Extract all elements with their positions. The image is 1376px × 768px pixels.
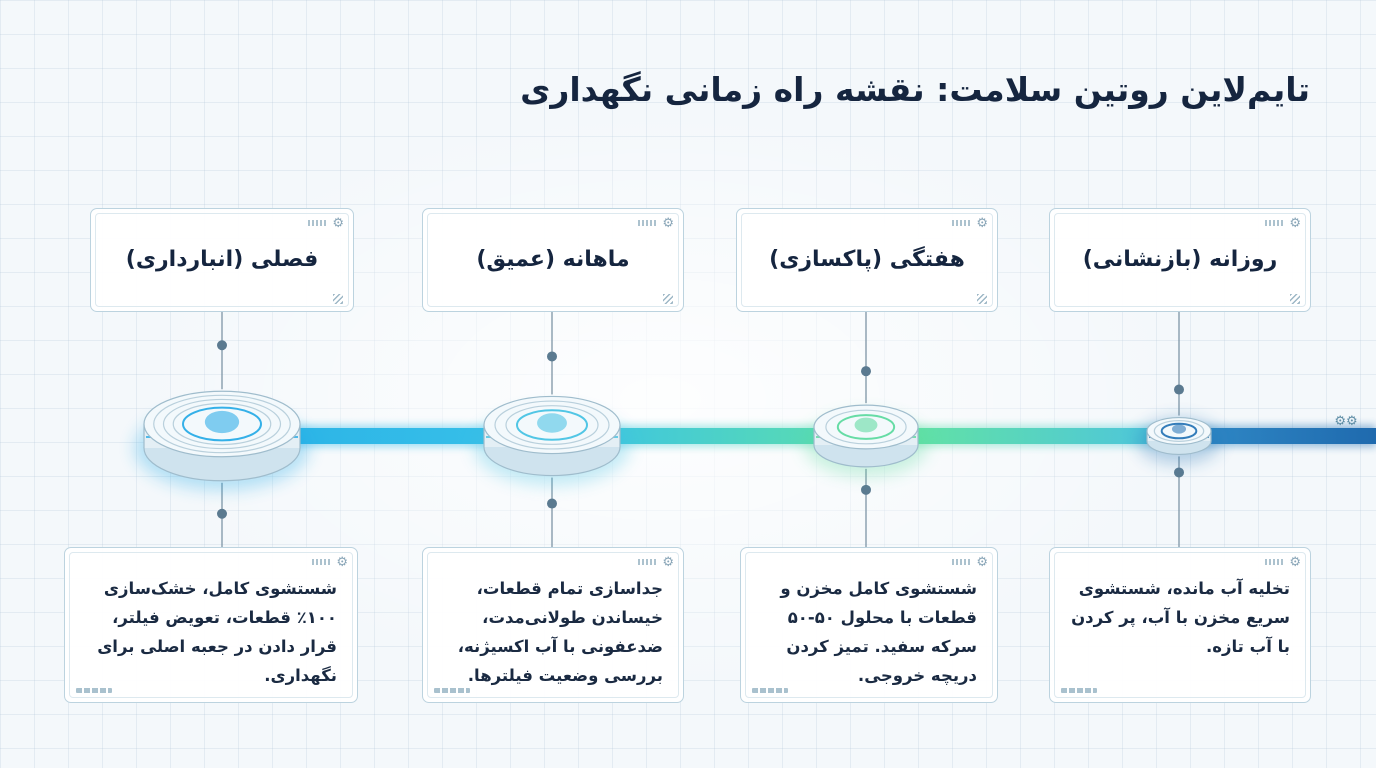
connector-dot bbox=[547, 351, 557, 362]
disk-core bbox=[537, 413, 567, 433]
connector-dot bbox=[1174, 467, 1184, 478]
disk-ring bbox=[162, 398, 282, 450]
card-bar-decoration bbox=[76, 688, 112, 693]
disk-core bbox=[1171, 424, 1187, 434]
disk-node bbox=[1137, 416, 1221, 465]
disk-ring bbox=[825, 409, 907, 445]
stage-description-card: ⚙ شستشوی کامل، خشک‌سازی ۱۰۰٪ قطعات، تعویض… bbox=[64, 547, 358, 703]
stage-description: شستشوی کامل مخزن و قطعات با محلول ۵۰-۵۰ … bbox=[780, 579, 977, 685]
stage-description: شستشوی کامل، خشک‌سازی ۱۰۰٪ قطعات، تعویض … bbox=[97, 579, 337, 685]
gear-icon: ⚙ bbox=[1289, 555, 1301, 570]
gear-icon: ⚙ bbox=[336, 555, 348, 570]
disk-ring bbox=[1160, 422, 1198, 440]
disk-node bbox=[474, 395, 630, 486]
disk-ring bbox=[172, 402, 272, 446]
card-bar-decoration bbox=[434, 688, 470, 693]
stage-description-card: ⚙ تخلیه آب مانده، شستشوی سریع مخزن با آب،… bbox=[1049, 547, 1311, 703]
disk-ring bbox=[494, 400, 610, 450]
card-hatch-decoration bbox=[977, 294, 987, 304]
card-hatch-decoration bbox=[663, 294, 673, 304]
stage-description: جداسازی تمام قطعات، خیساندن طولانی‌مدت، … bbox=[457, 579, 663, 685]
disk-ring bbox=[1153, 420, 1205, 442]
gear-icon: ⚙ bbox=[332, 216, 344, 231]
gears-icon: ⚙⚙ bbox=[1334, 414, 1358, 429]
stage-description-card: ⚙ شستشوی کامل مخزن و قطعات با محلول ۵۰-۵۰… bbox=[740, 547, 998, 703]
card-tick-marks bbox=[952, 559, 972, 565]
card-tick-marks bbox=[638, 220, 658, 226]
gear-icon: ⚙ bbox=[662, 216, 674, 231]
stage-label: روزانه (بازنشانی) bbox=[1082, 247, 1278, 272]
stage-title-card: ⚙ روزانه (بازنشانی) bbox=[1049, 208, 1311, 312]
card-tick-marks bbox=[312, 559, 332, 565]
disk-ring bbox=[153, 394, 291, 454]
disk-ring bbox=[505, 405, 599, 445]
stage-label: فصلی (انبارداری) bbox=[125, 247, 319, 272]
card-bar-decoration bbox=[752, 688, 788, 693]
connector-dot bbox=[1174, 384, 1184, 395]
gear-icon: ⚙ bbox=[662, 555, 674, 570]
card-bar-decoration bbox=[1061, 688, 1097, 693]
disk-node bbox=[134, 390, 310, 491]
stage-label: هفتگی (پاکسازی) bbox=[769, 247, 965, 272]
disk-core bbox=[854, 417, 878, 433]
disk-ring bbox=[182, 406, 262, 442]
card-tick-marks bbox=[308, 220, 328, 226]
gear-icon: ⚙ bbox=[1289, 216, 1301, 231]
stage-title-card: ⚙ فصلی (انبارداری) bbox=[90, 208, 354, 312]
gear-icon: ⚙ bbox=[976, 555, 988, 570]
card-tick-marks bbox=[638, 559, 658, 565]
disk-core bbox=[204, 410, 240, 434]
card-hatch-decoration bbox=[333, 294, 343, 304]
connector-dot bbox=[547, 498, 557, 509]
stage-description-card: ⚙ جداسازی تمام قطعات، خیساندن طولانی‌مدت،… bbox=[422, 547, 684, 703]
connector-dot bbox=[217, 508, 227, 519]
connector-dot bbox=[217, 340, 227, 351]
card-hatch-decoration bbox=[1290, 294, 1300, 304]
connector-dot bbox=[861, 484, 871, 495]
stage-label: ماهانه (عمیق) bbox=[476, 247, 630, 272]
stage-description: تخلیه آب مانده، شستشوی سریع مخزن با آب، … bbox=[1071, 579, 1290, 656]
card-tick-marks bbox=[952, 220, 972, 226]
card-tick-marks bbox=[1265, 559, 1285, 565]
stage-title-card: ⚙ هفتگی (پاکسازی) bbox=[736, 208, 998, 312]
page-title: تایم‌لاین روتین سلامت: نقشه راه زمانی نگ… bbox=[520, 70, 1310, 109]
gear-icon: ⚙ bbox=[976, 216, 988, 231]
disk-node bbox=[804, 404, 928, 477]
connector-dot bbox=[861, 366, 871, 377]
stage-title-card: ⚙ ماهانه (عمیق) bbox=[422, 208, 684, 312]
disk-ring bbox=[836, 414, 896, 440]
card-tick-marks bbox=[1265, 220, 1285, 226]
disk-ring bbox=[516, 409, 588, 441]
